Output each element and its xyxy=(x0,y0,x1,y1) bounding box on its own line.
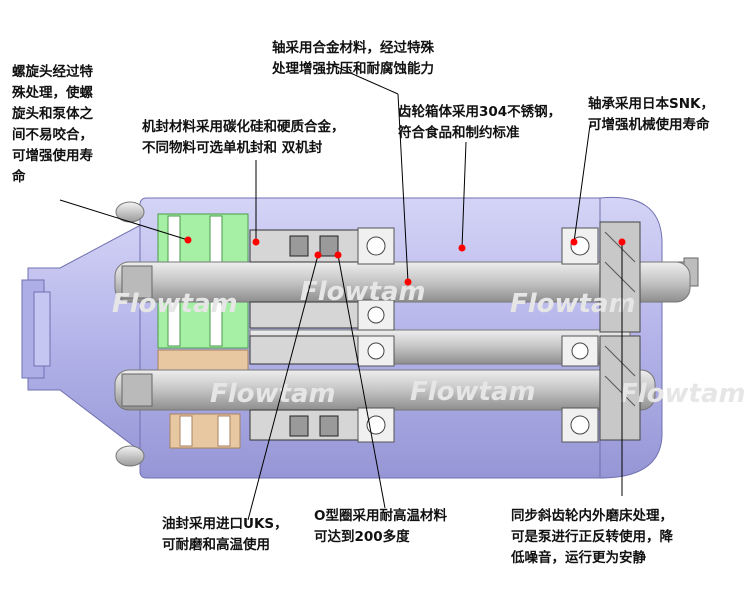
lower-shaft xyxy=(114,369,656,411)
dot-bearing xyxy=(570,238,578,246)
callout-dots xyxy=(184,236,626,286)
watermark-4: Flowtam xyxy=(210,379,336,409)
callout-lines xyxy=(59,63,623,521)
dot-mech-seal xyxy=(252,238,260,246)
watermark-1: Flowtam xyxy=(112,289,238,319)
label-oil-seal: 油封采用进口UKS， 可耐磨和高温使用 xyxy=(162,516,288,553)
label-mech-seal: 机封材料采用碳化硅和硬质合金， 不同物料可选单机封和 双机封 xyxy=(142,119,345,156)
label-gearbox: 齿轮箱体采用304不锈钢， 符合食品和制约标准 xyxy=(398,104,562,141)
watermark-3: Flowtam xyxy=(510,289,636,319)
label-o-ring: O型圈采用耐高温材料 可达到200多度 xyxy=(314,508,447,545)
label-shaft: 轴采用合金材料，经过特殊 处理增强抗压和耐腐蚀能力 xyxy=(272,40,434,77)
dot-shaft xyxy=(404,278,412,286)
watermark-6: Flowtam xyxy=(620,379,746,409)
dot-oil-seal xyxy=(314,251,322,259)
label-gear: 同步斜齿轮内外磨床处理， 可是泵进行正反转使用，降 低噪音，运行更为安静 xyxy=(511,508,673,566)
mechanical-seals xyxy=(249,229,361,441)
watermark-5: Flowtam xyxy=(410,377,536,407)
dot-o-ring xyxy=(334,251,342,259)
dot-screw-head xyxy=(184,236,192,244)
label-bearing: 轴承采用日本SNK， 可增强机械使用寿命 xyxy=(588,96,714,133)
upper-shaft xyxy=(114,261,691,303)
dot-gearbox xyxy=(458,244,466,252)
watermarks: Flowtam Flowtam Flowtam Flowtam Flowtam … xyxy=(112,277,746,409)
label-screw-head: 螺旋头经过特 殊处理，使螺 旋头和泵体之 间不易咬合， 可增强使用寿 命 xyxy=(12,64,93,185)
dot-gear xyxy=(618,238,626,246)
bottom-bolt xyxy=(115,445,145,467)
bearings xyxy=(357,227,599,443)
